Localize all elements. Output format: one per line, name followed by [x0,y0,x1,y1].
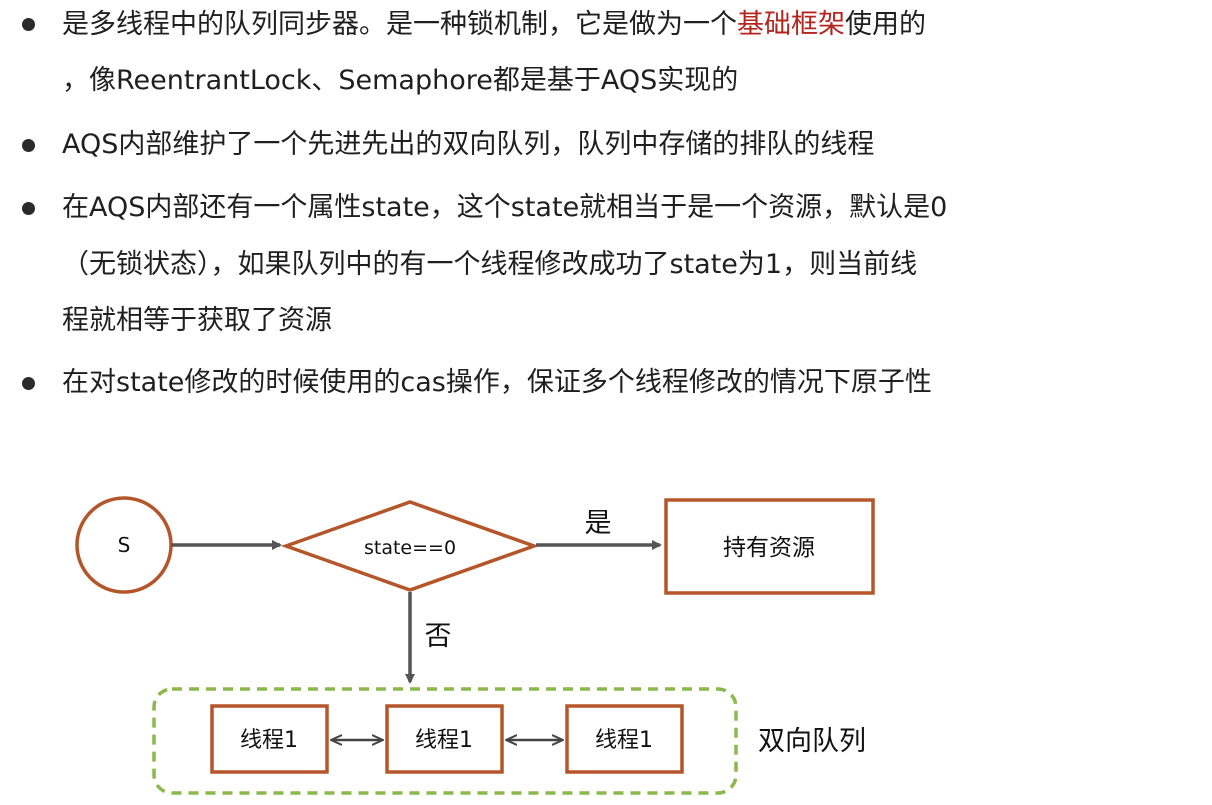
bullet-text: 在AQS内部还有一个属性state，这个state就相当于是一个资源，默认是0 [62,192,948,223]
yes-label: 是 [585,508,612,539]
bullet-text: ，像ReentrantLock、Semaphore都是基于AQS实现的 [62,65,739,96]
bullet-text: 程就相等于获取了资源 [62,305,332,336]
bullet-text: AQS内部维护了一个先进先出的双向队列，队列中存储的排队的线程 [62,129,875,160]
result-node [664,498,875,595]
highlight-text: 基础框架 [737,9,845,40]
bullet-4-line-1: 在对state修改的时候使用的cas操作，保证多个线程修改的情况下原子性 [62,366,932,400]
bullet-text: 在对state修改的时候使用的cas操作，保证多个线程修改的情况下原子性 [62,367,932,398]
queue-node-1-label: 线程1 [240,728,298,753]
decision-node [280,500,540,592]
queue-node-3-label: 线程1 [595,728,653,753]
bullet-3-line-2: （无锁状态），如果队列中的有一个线程修改成功了state为1，则当前线 [62,248,917,282]
queue-container [152,687,738,795]
bullet-text: 使用的 [845,9,926,40]
start-label: S [118,533,131,557]
queue-label: 双向队列 [758,726,866,757]
result-label: 持有资源 [723,535,815,561]
bullet-2-line-1: AQS内部维护了一个先进先出的双向队列，队列中存储的排队的线程 [62,128,874,162]
bullet-text: 是多线程中的队列同步器。是一种锁机制，它是做为一个 [62,9,737,40]
bullet-3-line-3: 程就相等于获取了资源 [62,304,332,338]
bullet-1-line-2: ，像ReentrantLock、Semaphore都是基于AQS实现的 [62,64,738,98]
queue-node-2-label: 线程1 [415,728,473,753]
bullet-3-line-1: 在AQS内部还有一个属性state，这个state就相当于是一个资源，默认是0 [62,191,947,225]
no-label: 否 [425,621,452,652]
bullet-dot [22,139,35,152]
decision-label: state==0 [364,537,456,559]
bullet-dot [22,377,35,390]
bullet-1-line-1: 是多线程中的队列同步器。是一种锁机制，它是做为一个基础框架使用的 [62,8,926,42]
bullet-text: （无锁状态），如果队列中的有一个线程修改成功了state为1，则当前线 [62,249,918,280]
bullet-dot [22,202,35,215]
queue-node-3 [565,704,684,774]
queue-node-1 [210,704,329,774]
queue-node-2 [385,704,504,774]
bullet-dot [22,18,35,31]
